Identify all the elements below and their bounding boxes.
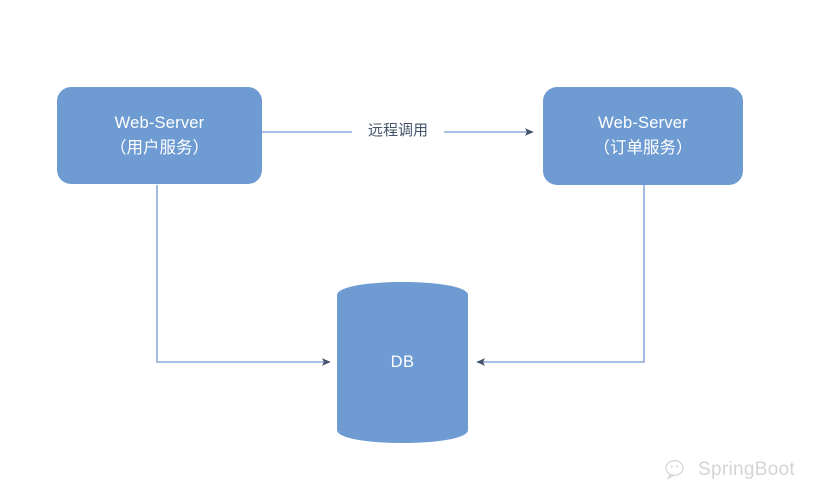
- watermark: SpringBoot: [665, 459, 795, 481]
- edge-user-to-db: [156, 185, 331, 366]
- wechat-icon: [665, 459, 684, 480]
- edge-order-to-db: [476, 185, 645, 366]
- database-cylinder-icon: [337, 282, 468, 443]
- edge-label-remote-call: 远程调用: [352, 120, 444, 142]
- edge-order-to-db-line: [476, 185, 645, 366]
- node-user-service-title: Web-Server: [114, 113, 205, 132]
- node-order-service-subtitle: （订单服务）: [593, 139, 693, 157]
- node-database[interactable]: DB: [337, 282, 468, 443]
- node-user-service[interactable]: Web-Server （用户服务）: [57, 87, 262, 184]
- node-order-service[interactable]: Web-Server （订单服务）: [543, 87, 743, 185]
- edge-user-to-db-line: [156, 185, 331, 366]
- node-database-label: DB: [390, 353, 415, 371]
- node-user-service-subtitle: （用户服务）: [110, 138, 209, 157]
- node-order-service-title: Web-Server: [598, 114, 688, 132]
- watermark-text: SpringBoot: [698, 459, 796, 480]
